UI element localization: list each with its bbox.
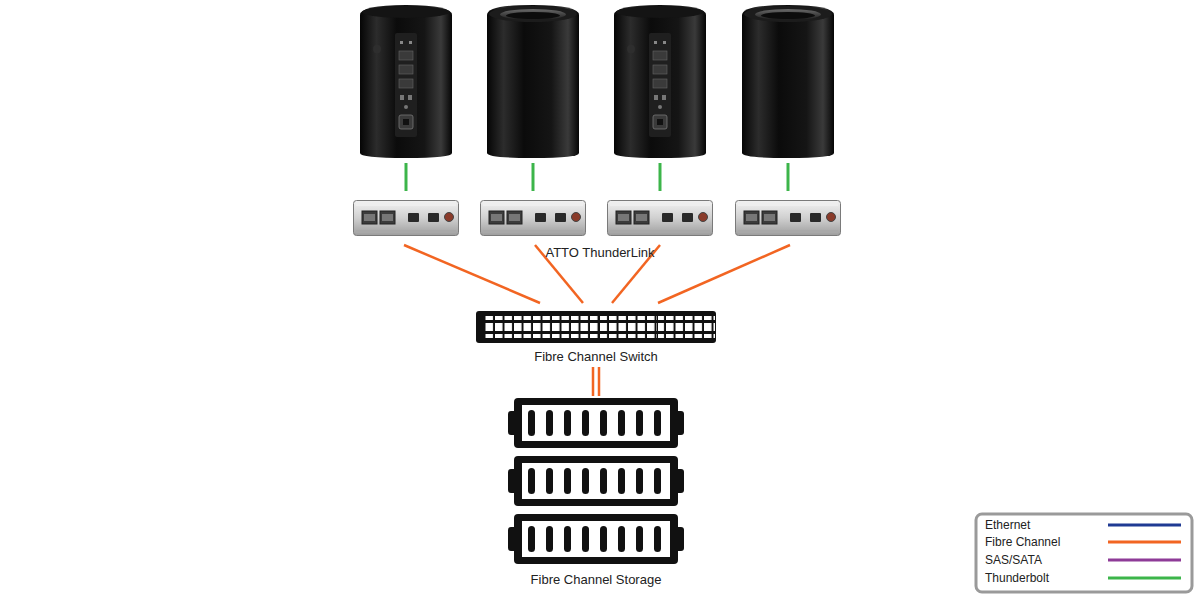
fibre-link xyxy=(593,367,599,396)
legend-label: Fibre Channel xyxy=(985,535,1060,549)
legend-label: SAS/SATA xyxy=(985,553,1042,567)
legend-frame xyxy=(976,514,1192,592)
thunderlink-adapter xyxy=(608,201,713,236)
legend-line xyxy=(1108,559,1181,562)
thunderlink-adapter xyxy=(736,201,841,236)
thunderbolt-wire xyxy=(787,163,790,191)
storage-array-icon xyxy=(508,398,684,564)
thunderbolt-wire xyxy=(659,163,662,191)
storage-array: Fibre Channel Storage xyxy=(508,398,684,588)
storage-array-shape xyxy=(508,398,684,566)
legend-line xyxy=(1108,541,1181,544)
thunderlink-row xyxy=(354,201,841,236)
node-label: Fibre Channel Switch xyxy=(476,349,716,365)
mac-pro-back xyxy=(360,5,452,158)
fibre-switch-icon xyxy=(476,311,716,343)
thunderbolt-wire xyxy=(405,163,408,191)
mac-pro-row xyxy=(360,5,834,158)
legend-box xyxy=(976,514,1192,592)
legend-label: Ethernet xyxy=(985,518,1030,532)
legend-label: Thunderbolt xyxy=(985,571,1049,585)
node-label: Fibre Channel Storage xyxy=(508,572,684,588)
mac-pro-front xyxy=(487,5,579,158)
mac-pro-front xyxy=(742,5,834,158)
mac-pro-back xyxy=(614,5,706,158)
fibre-wires xyxy=(404,245,790,303)
fibre-wire xyxy=(404,245,540,303)
device-label: ATTO ThunderLink xyxy=(470,245,730,261)
thunderbolt-wire xyxy=(532,163,535,191)
fibre-wire xyxy=(658,245,790,303)
fibre-switch: Fibre Channel Switch xyxy=(476,311,716,365)
legend-line xyxy=(1108,524,1181,527)
legend-line xyxy=(1108,577,1181,580)
thunderlink-adapter xyxy=(481,201,586,236)
thunderbolt-wires xyxy=(406,163,788,191)
fibre-switch-shape xyxy=(476,311,716,343)
thunderlink-adapter xyxy=(354,201,459,236)
